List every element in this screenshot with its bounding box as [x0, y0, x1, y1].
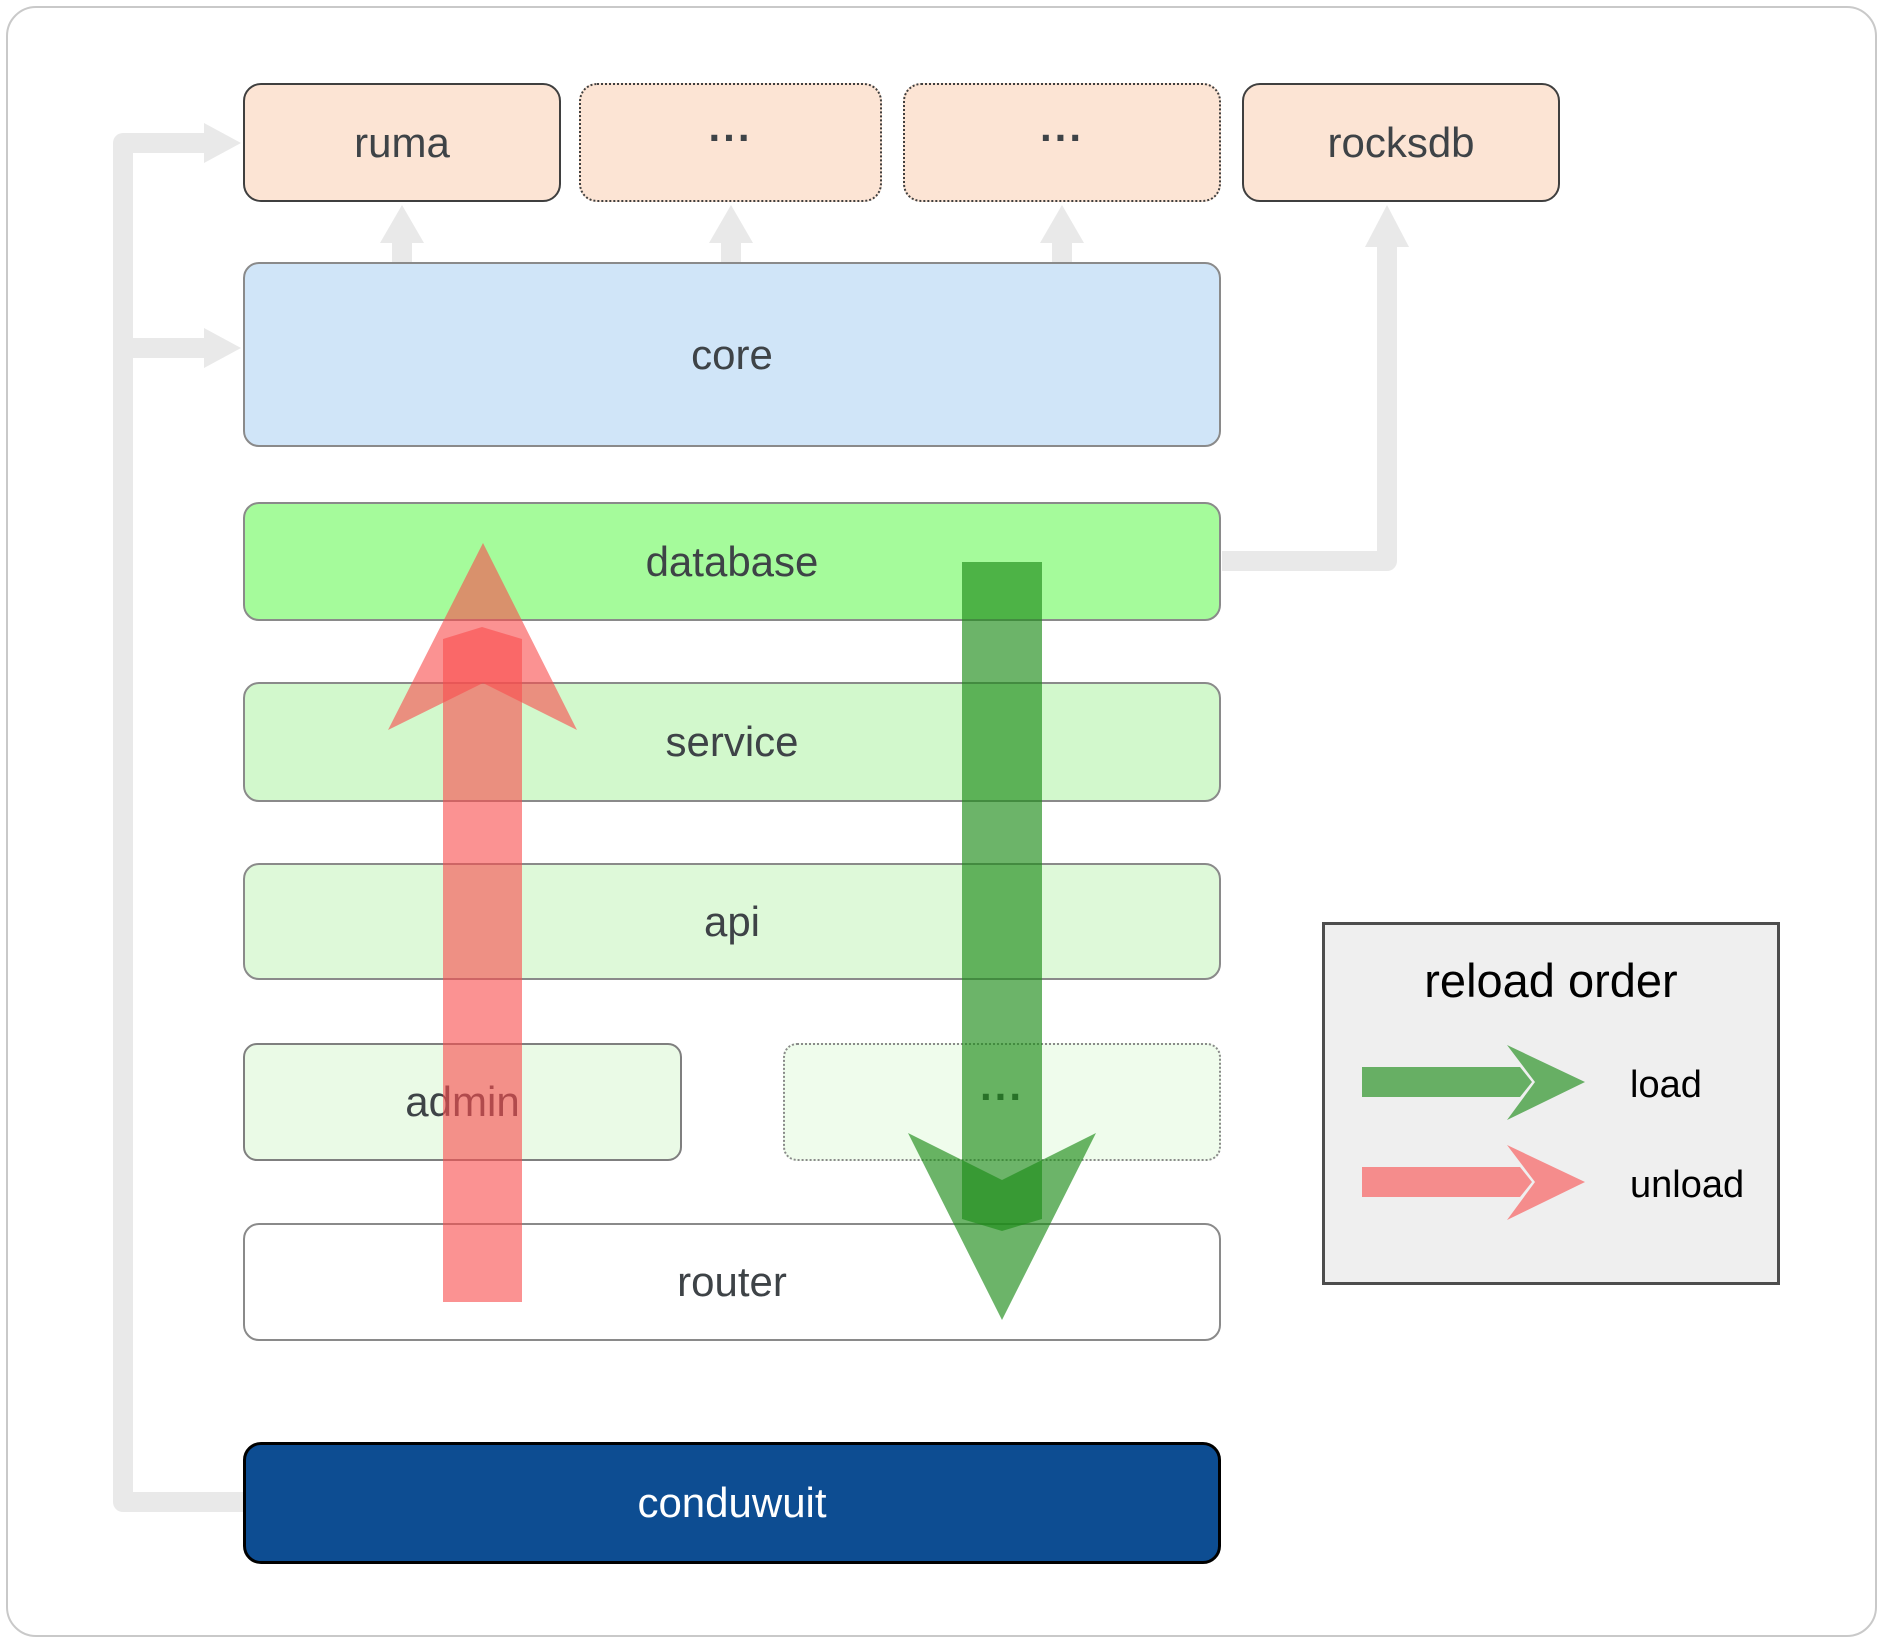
- box-ellipsis-top-2-label: ...: [1039, 102, 1084, 150]
- box-service: service: [243, 682, 1221, 802]
- box-ellipsis-top-1-label: ...: [708, 102, 753, 150]
- box-router: router: [243, 1223, 1221, 1341]
- box-conduwuit: conduwuit: [243, 1442, 1221, 1564]
- box-core: core: [243, 262, 1221, 447]
- legend-load-label: load: [1630, 1064, 1702, 1106]
- box-ellipsis-top-1: ...: [579, 83, 882, 202]
- box-database: database: [243, 502, 1221, 621]
- box-api: api: [243, 863, 1221, 980]
- box-admin: admin: [243, 1043, 682, 1161]
- legend-reload-order: reload order load unload: [1322, 922, 1780, 1285]
- box-database-label: database: [645, 537, 819, 585]
- box-router-label: router: [677, 1258, 787, 1305]
- box-api-label: api: [703, 897, 761, 945]
- box-service-label: service: [665, 718, 799, 765]
- box-ruma-label: ruma: [354, 118, 450, 166]
- box-rocksdb: rocksdb: [1242, 83, 1560, 202]
- box-rocksdb-label: rocksdb: [1327, 118, 1475, 166]
- box-conduwuit-label: conduwuit: [637, 1479, 827, 1526]
- outer-frame: [6, 6, 1877, 1637]
- box-ellipsis-top-2: ...: [903, 83, 1221, 202]
- box-admin-label: admin: [405, 1078, 520, 1125]
- legend-unload-label: unload: [1630, 1164, 1745, 1206]
- box-ellipsis-mid: ...: [783, 1043, 1221, 1161]
- legend-title: reload order: [1424, 954, 1678, 1007]
- box-ruma: ruma: [243, 83, 561, 202]
- box-ellipsis-mid-label: ...: [979, 1062, 1024, 1110]
- box-core-label: core: [691, 330, 773, 378]
